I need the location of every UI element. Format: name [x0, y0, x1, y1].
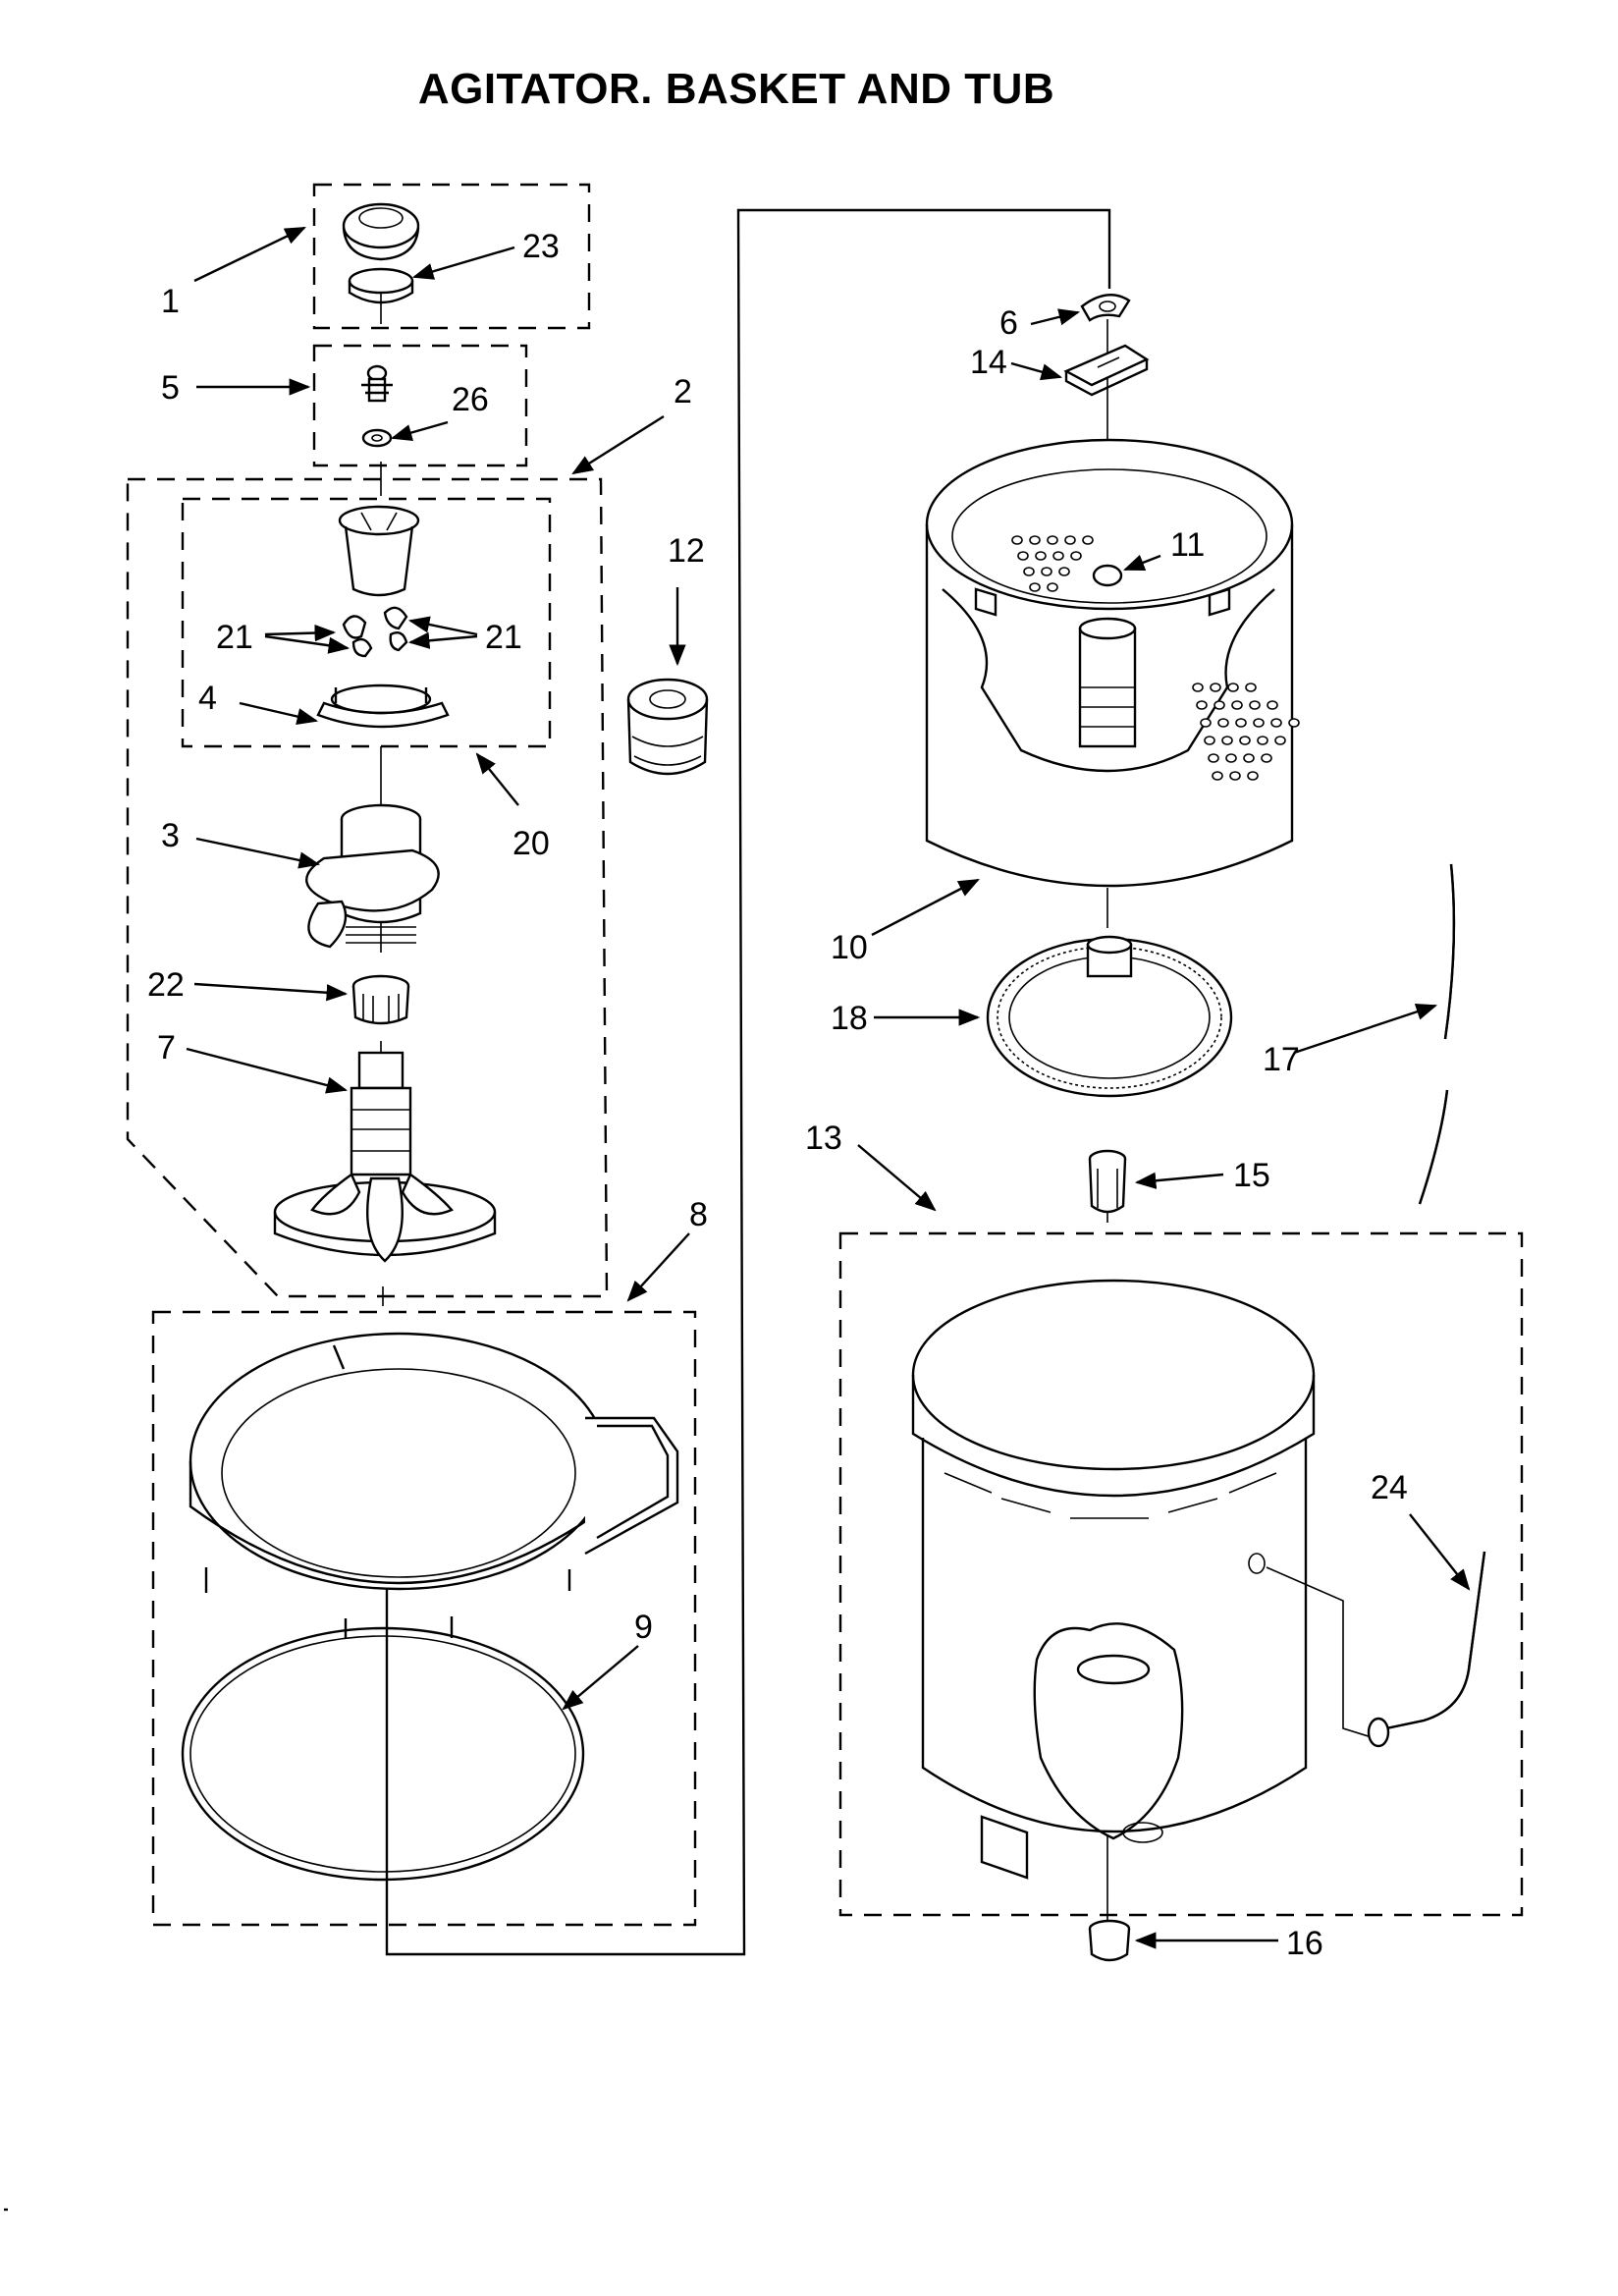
perforation-hole	[1249, 700, 1261, 710]
perforation-hole	[1261, 753, 1272, 763]
group-box-ring	[151, 1310, 697, 1927]
perforation-hole	[1243, 753, 1255, 763]
pressure-hose	[1418, 863, 1456, 1205]
perforation-hole	[1235, 718, 1247, 728]
perforation-hole	[1231, 700, 1243, 710]
perforation-hole	[1041, 567, 1052, 576]
perforation-hole	[1058, 567, 1070, 576]
perforation-hole	[1239, 736, 1251, 745]
callout-24: 24	[1371, 1469, 1408, 1506]
perforation-hole	[1082, 535, 1094, 545]
leader-arrows	[186, 226, 1471, 1949]
callout-2: 2	[674, 373, 692, 410]
perforation-hole	[1227, 683, 1239, 692]
perforation-hole	[1267, 700, 1278, 710]
perforation-hole	[1064, 535, 1076, 545]
callout-14: 14	[970, 344, 1007, 381]
group-box-agitator	[126, 477, 609, 1298]
callout-18: 18	[831, 1000, 868, 1037]
callout-3: 3	[161, 817, 180, 854]
perforation-hole	[1011, 535, 1023, 545]
tub-bearing-seal	[626, 678, 709, 776]
callout-13: 13	[805, 1120, 842, 1157]
agitator-auger	[305, 803, 440, 949]
perforation-hole	[1047, 535, 1058, 545]
page-title: AGITATOR. BASKET AND TUB	[417, 65, 1055, 113]
wash-basket	[925, 438, 1300, 888]
perforation-hole	[1212, 771, 1223, 781]
perforation-hole	[1229, 771, 1241, 781]
callout-12: 12	[668, 532, 705, 570]
perforation-hole	[1192, 683, 1204, 692]
tub-drain-plug	[1088, 1919, 1131, 1962]
callout-1: 1	[161, 283, 180, 320]
callout-8: 8	[689, 1196, 708, 1233]
perforation-hole	[1214, 700, 1225, 710]
group-box-tub	[838, 1231, 1524, 1917]
basket-drive-hub	[986, 935, 1233, 1098]
perforation-hole	[1225, 753, 1237, 763]
outer-tub	[911, 1279, 1375, 1880]
bolt-washer	[361, 428, 393, 448]
callout-22: 22	[147, 966, 185, 1004]
perforation-hole	[1023, 567, 1035, 576]
perforation-hole	[1288, 718, 1300, 728]
cap-seal-ring	[348, 267, 414, 304]
perforation-hole	[1245, 683, 1257, 692]
drain-hose	[1367, 1551, 1486, 1748]
cam-retainer	[316, 683, 450, 729]
perforation-hole	[1217, 718, 1229, 728]
callout-23: 23	[522, 228, 560, 265]
agitator-cap	[342, 202, 420, 261]
perforation-hole	[1210, 683, 1221, 692]
perforation-hole	[1204, 736, 1215, 745]
tub-ring	[189, 1332, 679, 1638]
perforation-hole	[1274, 736, 1286, 745]
perforation-hole	[1200, 718, 1212, 728]
perforation-hole	[1257, 736, 1268, 745]
perforation-hole	[1017, 551, 1029, 561]
callout-16: 16	[1286, 1925, 1323, 1962]
callout-21-right: 21	[485, 619, 522, 656]
perforation-hole	[1029, 582, 1041, 592]
callout-20: 20	[512, 825, 550, 862]
callout-26: 26	[452, 381, 489, 418]
perforation-hole	[1029, 535, 1041, 545]
perforation-hole	[1247, 771, 1259, 781]
basket-drive-block	[1063, 344, 1150, 397]
callout-9: 9	[634, 1609, 653, 1646]
callout-10: 10	[831, 929, 868, 966]
perforation-hole	[1035, 551, 1047, 561]
agitator-cam	[338, 505, 420, 597]
callout-11: 11	[1170, 526, 1205, 564]
perforation-hole	[1221, 736, 1233, 745]
agitator-bolt	[361, 364, 393, 403]
callout-17: 17	[1263, 1041, 1300, 1078]
perforation-hole	[1270, 718, 1282, 728]
basket-perforations	[1011, 535, 1300, 781]
perforation-hole	[1208, 753, 1219, 763]
perforation-hole	[1047, 582, 1058, 592]
basket-loop-line	[385, 208, 1111, 1956]
callout-7: 7	[157, 1029, 176, 1066]
centerline-left	[380, 285, 384, 1306]
callout-4: 4	[198, 680, 217, 717]
callout-15: 15	[1233, 1157, 1270, 1194]
perforation-hole	[1070, 551, 1082, 561]
perforation-hole	[1196, 700, 1208, 710]
callout-21-left: 21	[216, 619, 253, 656]
callout-5: 5	[161, 369, 180, 407]
group-box-cam	[181, 497, 552, 748]
agitator-clutch	[351, 974, 410, 1025]
tub-ring-seal	[181, 1626, 585, 1882]
callout-6: 6	[999, 304, 1018, 342]
basket-drive-nut	[1088, 1149, 1127, 1214]
group-box-bolt	[312, 344, 528, 467]
agitator-dogs	[342, 606, 408, 658]
perforation-hole	[1052, 551, 1064, 561]
agitator-base	[273, 1051, 497, 1263]
perforation-hole	[1253, 718, 1265, 728]
basket-drive-clip	[1080, 294, 1131, 322]
